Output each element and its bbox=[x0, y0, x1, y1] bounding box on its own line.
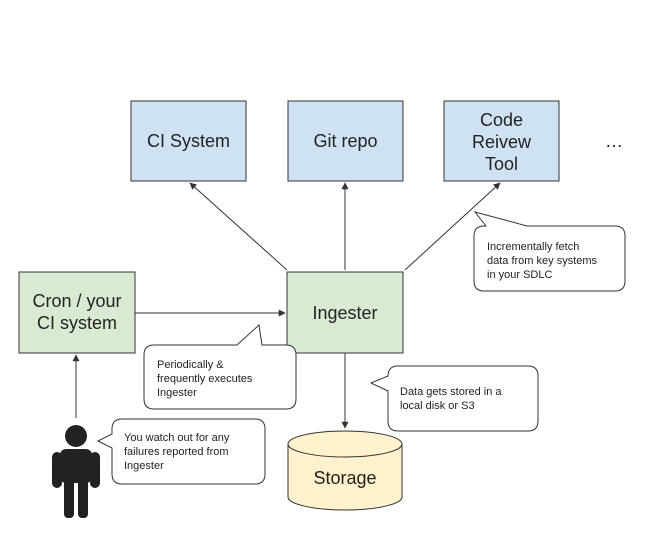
callout-fetch-line-1: Incrementally fetch bbox=[487, 241, 579, 253]
edge-ingester-code-review bbox=[404, 182, 501, 271]
callout-storage-note: Data gets stored in a local disk or S3 bbox=[369, 365, 539, 432]
callout-watch-line-1: You watch out for any bbox=[124, 432, 230, 444]
callout-watch: You watch out for any failures reported … bbox=[96, 418, 266, 485]
ci-system-node: CI System bbox=[130, 100, 247, 182]
person-icon bbox=[52, 425, 100, 518]
code-review-label-line-1: Code bbox=[480, 110, 523, 130]
ci-system-label: CI System bbox=[147, 131, 230, 151]
cron-label-line-2: CI system bbox=[37, 313, 117, 333]
callout-watch-line-3: Ingester bbox=[124, 460, 164, 472]
callout-storage-note-line-1: Data gets stored in a bbox=[400, 386, 502, 398]
callout-fetch: Incrementally fetch data from key system… bbox=[473, 211, 626, 292]
callout-fetch-line-3: in your SDLC bbox=[487, 269, 552, 281]
code-review-node: Code Reivew Tool bbox=[443, 100, 560, 182]
git-repo-label: Git repo bbox=[313, 131, 377, 151]
code-review-label-line-2: Reivew bbox=[472, 132, 532, 152]
edge-ingester-ci bbox=[189, 182, 288, 271]
cron-label-line-1: Cron / your bbox=[32, 291, 121, 311]
callout-fetch-line-2: data from key systems bbox=[487, 255, 598, 267]
callout-periodic-line-1: Periodically & bbox=[157, 359, 224, 371]
ingester-node: Ingester bbox=[286, 271, 404, 354]
storage-node: Storage bbox=[287, 430, 403, 511]
storage-label: Storage bbox=[313, 468, 376, 488]
callout-periodic-line-3: Ingester bbox=[157, 387, 197, 399]
git-repo-node: Git repo bbox=[287, 100, 404, 182]
cron-node: Cron / your CI system bbox=[18, 271, 136, 354]
callout-periodic-line-2: frequently executes bbox=[157, 373, 253, 385]
callout-storage-note-line-2: local disk or S3 bbox=[400, 400, 475, 412]
callout-watch-line-2: failures reported from bbox=[124, 446, 229, 458]
more-systems-ellipsis: … bbox=[605, 131, 623, 151]
code-review-label-line-3: Tool bbox=[485, 154, 518, 174]
callout-periodic: Periodically & frequently executes Inges… bbox=[143, 324, 297, 410]
ingester-label: Ingester bbox=[312, 303, 377, 323]
